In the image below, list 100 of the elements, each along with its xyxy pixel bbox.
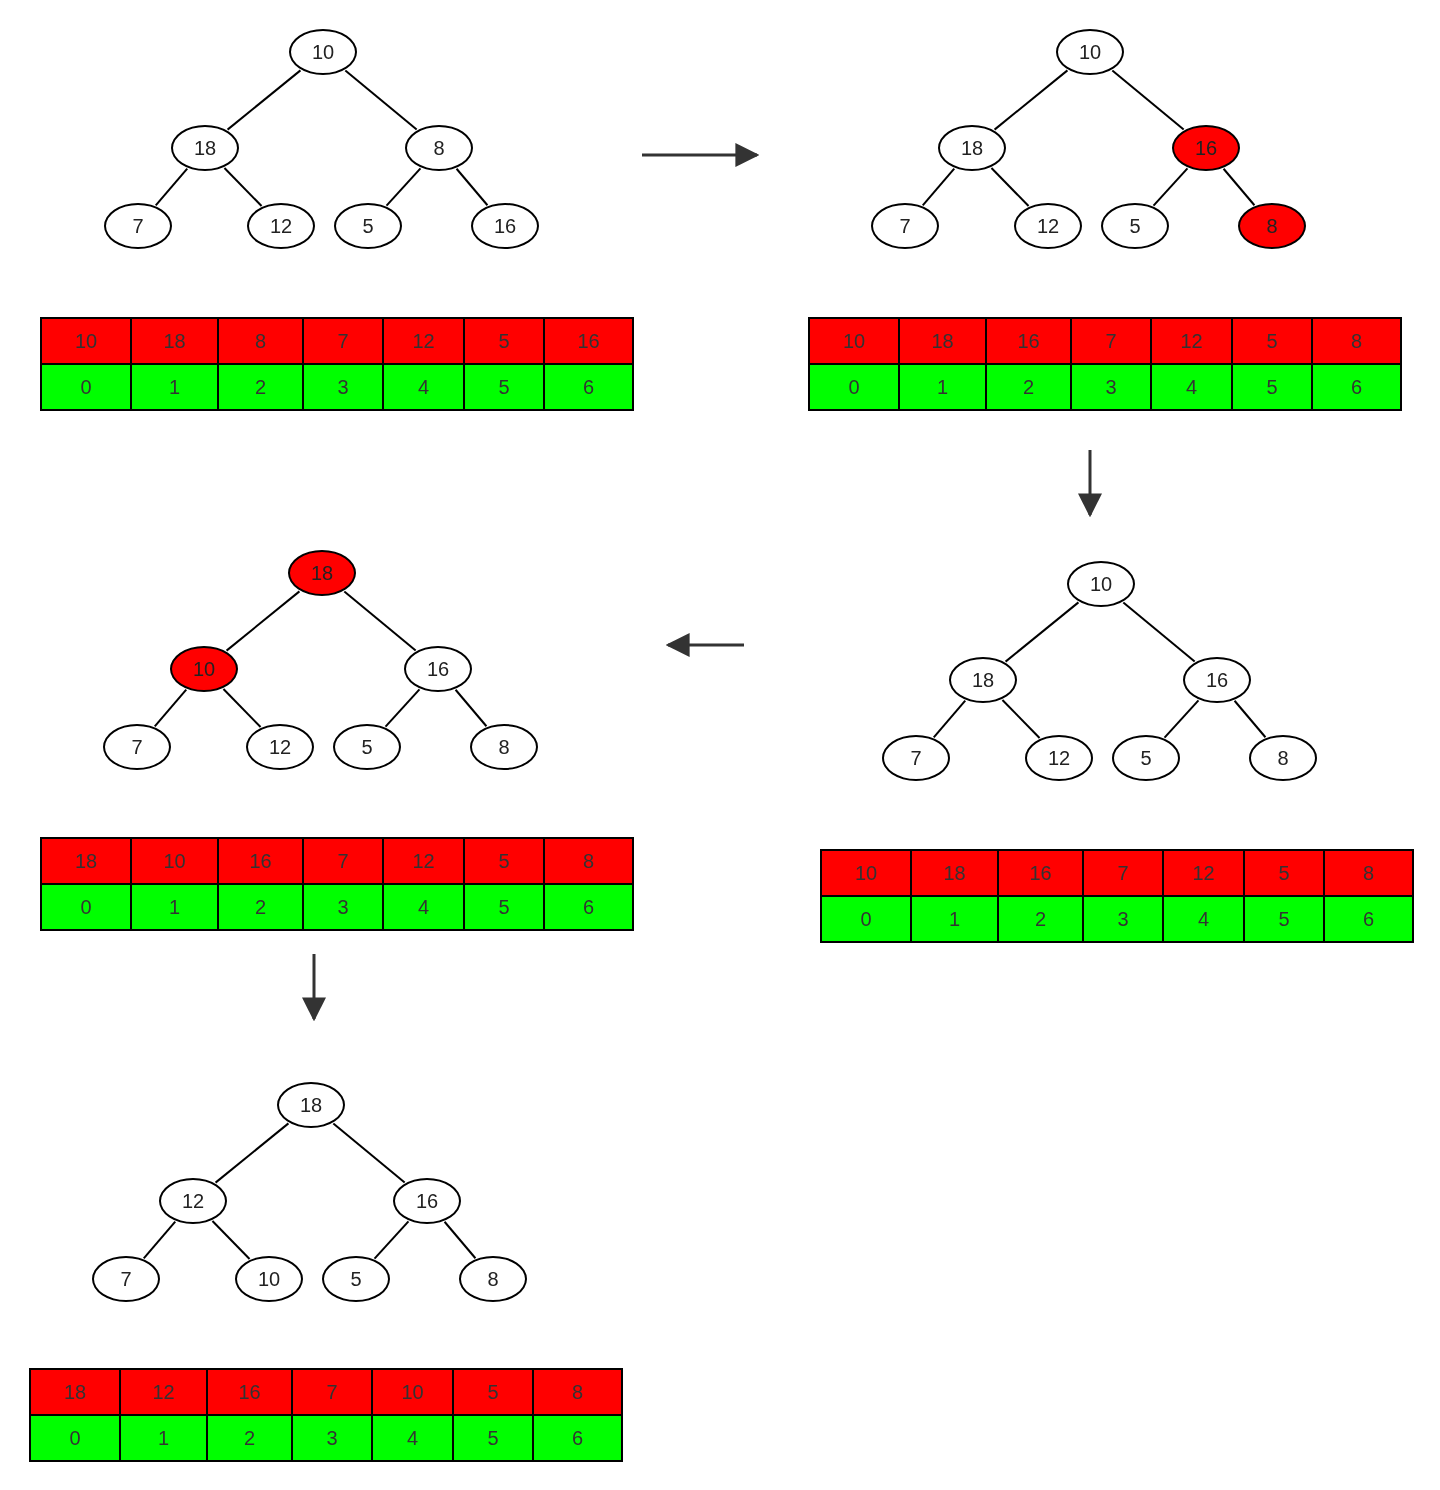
heap-node: 16 [393, 1178, 461, 1224]
tree-edge [993, 69, 1069, 131]
value-cell: 18 [40, 837, 132, 885]
tree-edge [1122, 601, 1196, 663]
heap-node: 8 [1238, 203, 1306, 249]
tree-edge [211, 1219, 251, 1261]
index-cell: 0 [40, 883, 132, 931]
value-cell: 12 [1162, 849, 1245, 897]
heap-node: 10 [235, 1256, 303, 1302]
value-cell: 16 [997, 849, 1084, 897]
tree-edge [384, 688, 421, 728]
heap-node: 10 [1056, 29, 1124, 75]
index-cell: 2 [217, 883, 304, 931]
index-cell: 0 [820, 895, 912, 943]
value-cell: 7 [291, 1368, 373, 1416]
heap-node: 16 [1172, 125, 1240, 171]
heap-node: 10 [289, 29, 357, 75]
index-cell: 1 [910, 895, 999, 943]
index-cell: 1 [898, 363, 987, 411]
value-cell: 5 [452, 1368, 534, 1416]
index-cell: 6 [532, 1414, 623, 1462]
index-cell: 0 [40, 363, 132, 411]
tree-edge [373, 1220, 410, 1260]
value-cell: 8 [1311, 317, 1402, 365]
heap-node: 5 [322, 1256, 390, 1302]
tree-edge [990, 166, 1030, 208]
tree-edge [343, 590, 417, 652]
value-cell: 16 [543, 317, 634, 365]
value-cell: 7 [302, 317, 384, 365]
index-cell: 1 [119, 1414, 208, 1462]
tree-edge [226, 69, 302, 131]
index-cell: 4 [371, 1414, 454, 1462]
heap-node: 18 [938, 125, 1006, 171]
heap-node: 5 [1112, 735, 1180, 781]
index-cell: 5 [463, 363, 545, 411]
heap-node: 16 [471, 203, 539, 249]
value-cell: 5 [463, 837, 545, 885]
tree-edge [454, 688, 488, 728]
index-cell: 3 [1082, 895, 1164, 943]
heap-node: 10 [1067, 561, 1135, 607]
tree-edge [1152, 167, 1189, 207]
heap-node: 7 [882, 735, 950, 781]
value-cell: 18 [130, 317, 219, 365]
index-cell: 4 [382, 363, 465, 411]
index-cell: 0 [808, 363, 900, 411]
tree-edge [385, 167, 422, 207]
value-cell: 8 [543, 837, 634, 885]
heap-node: 5 [334, 203, 402, 249]
index-cell: 2 [997, 895, 1084, 943]
tree-edge [332, 1122, 406, 1184]
index-cell: 6 [1311, 363, 1402, 411]
value-cell: 5 [1243, 849, 1325, 897]
index-cell: 1 [130, 883, 219, 931]
value-cell: 16 [206, 1368, 293, 1416]
value-cell: 16 [985, 317, 1072, 365]
value-cell: 7 [1070, 317, 1152, 365]
index-cell: 3 [302, 363, 384, 411]
tree-edge [932, 699, 967, 739]
index-cell: 6 [543, 363, 634, 411]
heap-node: 5 [1101, 203, 1169, 249]
heap-node: 18 [288, 550, 356, 596]
heap-node: 12 [159, 1178, 227, 1224]
value-cell: 7 [1082, 849, 1164, 897]
index-cell: 5 [1243, 895, 1325, 943]
heap-node: 7 [92, 1256, 160, 1302]
index-cell: 5 [1231, 363, 1313, 411]
tree-edge [142, 1220, 177, 1260]
index-cell: 6 [543, 883, 634, 931]
heap-node: 12 [246, 724, 314, 770]
value-cell: 7 [302, 837, 384, 885]
value-cell: 8 [217, 317, 304, 365]
heap-node: 8 [459, 1256, 527, 1302]
value-cell: 12 [119, 1368, 208, 1416]
index-cell: 4 [1150, 363, 1233, 411]
tree-edge [223, 166, 263, 208]
tree-edge [154, 167, 189, 207]
index-cell: 3 [291, 1414, 373, 1462]
tree-edge [921, 167, 956, 207]
value-cell: 10 [371, 1368, 454, 1416]
heap-node: 8 [470, 724, 538, 770]
tree-edge [1233, 699, 1267, 739]
heap-node: 8 [405, 125, 473, 171]
heap-node: 12 [247, 203, 315, 249]
index-cell: 2 [985, 363, 1072, 411]
index-cell: 2 [206, 1414, 293, 1462]
tree-edge [153, 688, 188, 728]
tree-edge [1004, 601, 1080, 663]
index-cell: 5 [452, 1414, 534, 1462]
value-cell: 10 [40, 317, 132, 365]
heap-node: 7 [104, 203, 172, 249]
heap-node: 5 [333, 724, 401, 770]
heap-node: 10 [170, 646, 238, 692]
value-cell: 5 [1231, 317, 1313, 365]
tree-edge [225, 590, 301, 652]
heap-node: 18 [171, 125, 239, 171]
value-cell: 8 [1323, 849, 1414, 897]
tree-edge [443, 1220, 477, 1260]
value-cell: 10 [130, 837, 219, 885]
index-cell: 4 [1162, 895, 1245, 943]
heap-node: 12 [1014, 203, 1082, 249]
